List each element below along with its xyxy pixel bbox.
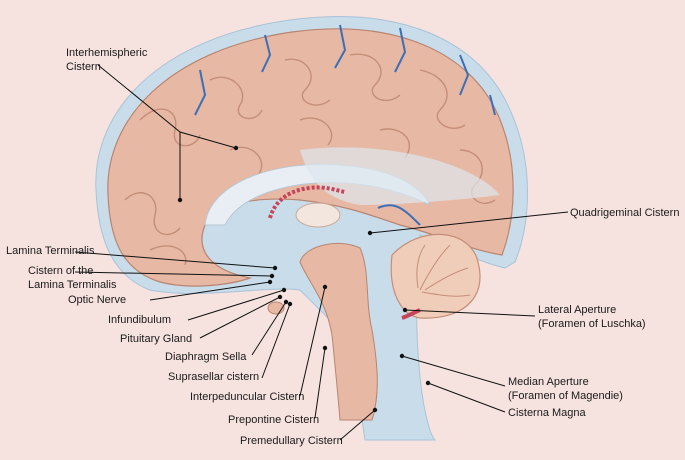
label-suprasellar-cistern: Suprasellar cistern: [168, 370, 259, 384]
label-quadrigeminal-cistern: Quadrigeminal Cistern: [570, 206, 679, 220]
label-interpeduncular-cistern: Interpeduncular Cistern: [190, 390, 304, 404]
label-cistern-of-lamina-terminalis: Cistern of the Lamina Terminalis: [28, 264, 116, 292]
label-median-aperture: Median Aperture (Foramen of Magendie): [508, 375, 623, 403]
label-lamina-terminalis: Lamina Terminalis: [6, 244, 94, 258]
label-interhemispheric-cistern: Interhemispheric Cistern: [66, 46, 147, 74]
brainstem: [300, 243, 377, 420]
label-prepontine-cistern: Prepontine Cistern: [228, 413, 319, 427]
label-optic-nerve: Optic Nerve: [68, 293, 126, 307]
thalamus: [296, 203, 340, 227]
label-cisterna-magna: Cisterna Magna: [508, 406, 586, 420]
label-diaphragm-sella: Diaphragm Sella: [165, 350, 246, 364]
cerebellum: [391, 234, 480, 318]
label-premedullary-cistern: Premedullary Cistern: [240, 434, 343, 448]
label-infundibulum: Infundibulum: [108, 313, 171, 327]
label-pituitary-gland: Pituitary Gland: [120, 332, 192, 346]
label-lateral-aperture: Lateral Aperture (Foramen of Luschka): [538, 303, 646, 331]
